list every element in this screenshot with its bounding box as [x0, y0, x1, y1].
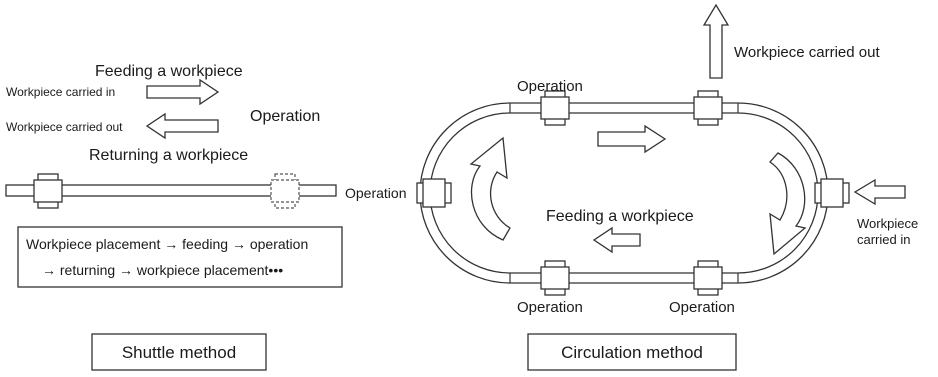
- shuttle-section: Feeding a workpiece Workpiece carried in…: [5, 63, 343, 371]
- circulation-carried-out-arrow: [702, 3, 730, 79]
- loop-carriage-bottom-left: [540, 260, 570, 296]
- circulation-carried-in-line1: Workpiece: [857, 216, 918, 231]
- bottom-direction-arrow: [592, 226, 641, 254]
- shuttle-returning-label: Returning a workpiece: [89, 147, 248, 164]
- shuttle-carriage: [33, 173, 63, 209]
- shuttle-method-label: Shuttle method: [122, 343, 236, 362]
- circulation-method-label: Circulation method: [561, 343, 703, 362]
- circulation-operation-bottom-left: Operation: [517, 299, 583, 316]
- shuttle-sequence-line1: Workpiece placement → feeding → operatio…: [26, 236, 308, 252]
- top-direction-arrow: [597, 124, 667, 154]
- circulation-method-box: [527, 333, 737, 371]
- shuttle-method-box: [91, 333, 267, 371]
- loop-carriage-top-right: [693, 90, 723, 126]
- shuttle-carried-out-label: Workpiece carried out: [6, 120, 123, 134]
- circulation-operation-left: Operation: [345, 185, 406, 201]
- circulation-carried-out-label: Workpiece carried out: [734, 44, 880, 61]
- shuttle-carriage-ghost: [270, 173, 300, 209]
- track-joints: [509, 103, 739, 283]
- circulation-operation-bottom-right: Operation: [669, 299, 735, 316]
- circulation-section: Operation Operation Operation Operation …: [345, 3, 918, 371]
- shuttle-carried-in-label: Workpiece carried in: [6, 85, 115, 99]
- shuttle-feeding-label: Feeding a workpiece: [95, 63, 243, 80]
- right-curved-arrow: [769, 152, 807, 256]
- loop-carriage-left: [416, 178, 452, 208]
- loop-carriage-top-left: [540, 90, 570, 126]
- shuttle-rail: [5, 184, 337, 197]
- loop-carriage-bottom-right: [693, 260, 723, 296]
- shuttle-sequence-box: [17, 226, 343, 288]
- carried-in-arrow: [146, 78, 220, 106]
- circulation-operation-top: Operation: [517, 78, 583, 95]
- shuttle-sequence-line2: → returning → workpiece placement•••: [42, 262, 283, 278]
- loop-carriage-right: [814, 178, 850, 208]
- circulation-feeding-label: Feeding a workpiece: [546, 208, 694, 225]
- circulation-carried-in-line2: carried in: [857, 232, 910, 247]
- left-curved-arrow: [469, 136, 511, 241]
- shuttle-operation-label: Operation: [250, 108, 320, 125]
- carried-out-arrow: [145, 112, 219, 140]
- circulation-carried-in-arrow: [853, 178, 906, 206]
